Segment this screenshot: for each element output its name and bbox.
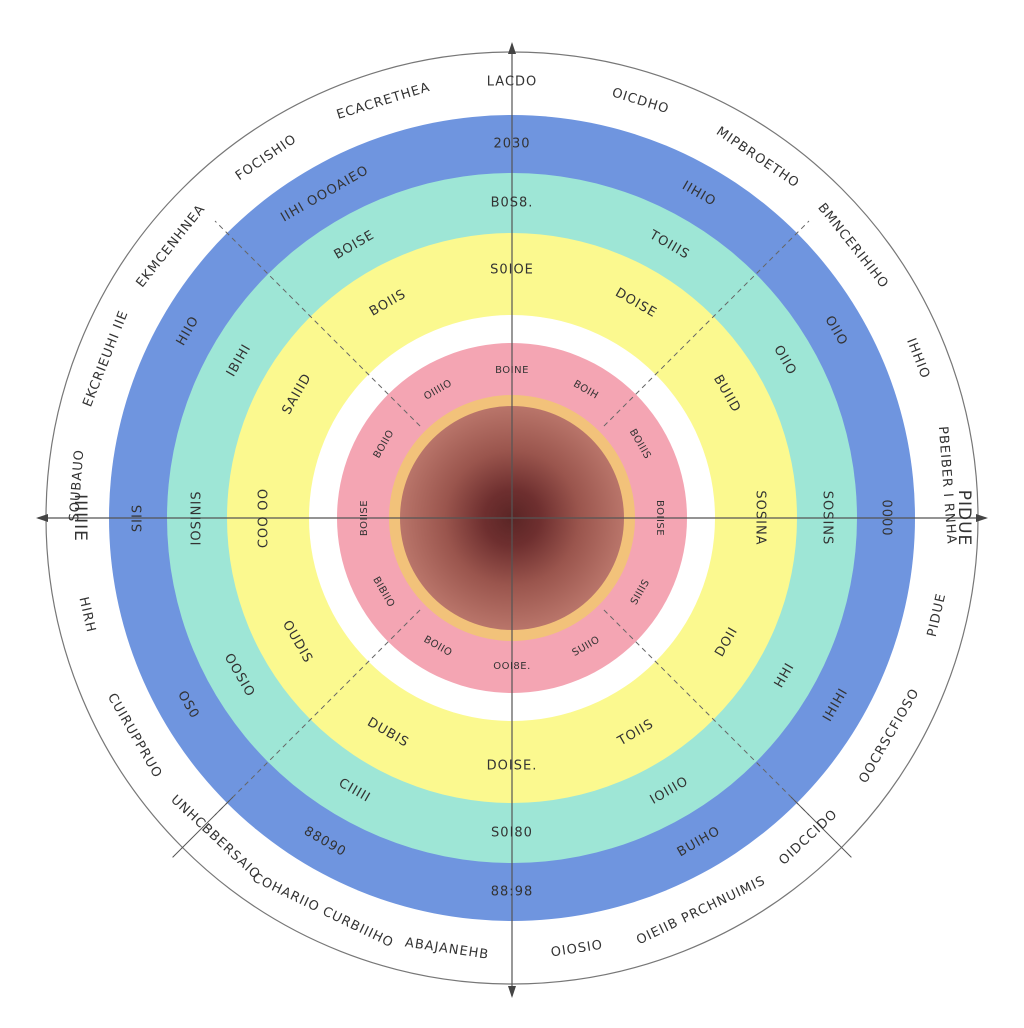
diagonal-guide-line bbox=[603, 220, 810, 427]
diagonal-guide-line bbox=[214, 220, 421, 427]
pink-band-label: BOINE bbox=[495, 365, 529, 376]
yellow-band-label: COO OO bbox=[257, 488, 272, 548]
yellow-band-label: SOSINA bbox=[753, 490, 768, 545]
diagonal-guide-line bbox=[603, 609, 810, 816]
pink-band-label: BOIISE bbox=[654, 500, 665, 536]
teal-band-label: B0S8. bbox=[491, 196, 534, 211]
axis-arrow-left bbox=[36, 514, 48, 522]
outer-band-label: SIIS bbox=[131, 504, 146, 532]
outer-band-label: 2030 bbox=[493, 137, 530, 152]
yellow-band-label: DOISE. bbox=[487, 759, 538, 774]
pink-band-label: BOIISE bbox=[359, 500, 370, 536]
boundary-tick-line bbox=[172, 796, 234, 858]
teal-band-label: S0I80 bbox=[491, 826, 533, 841]
outer-ring-label: SOUBAUO bbox=[67, 449, 87, 522]
teal-band-label: SOSINS bbox=[820, 491, 835, 546]
axis-label-left: IIIIIIE bbox=[70, 494, 90, 542]
outer-band-label: 88:98 bbox=[491, 885, 533, 900]
axis-arrow-right bbox=[976, 514, 988, 522]
axis-arrow-top bbox=[508, 42, 516, 54]
diagonal-guide-line bbox=[214, 609, 421, 816]
axis-arrow-bottom bbox=[508, 986, 516, 998]
boundary-tick-line bbox=[790, 796, 852, 858]
teal-band-label: IOSINIS bbox=[190, 491, 205, 546]
pink-band-label: OOI8E. bbox=[493, 661, 531, 672]
yellow-band-label: S0IOE bbox=[490, 263, 534, 278]
outer-band-label: 0000 bbox=[879, 499, 894, 536]
outer-ring-label: LACDO bbox=[487, 75, 538, 90]
axis-label-right: PIDUE bbox=[954, 490, 974, 547]
